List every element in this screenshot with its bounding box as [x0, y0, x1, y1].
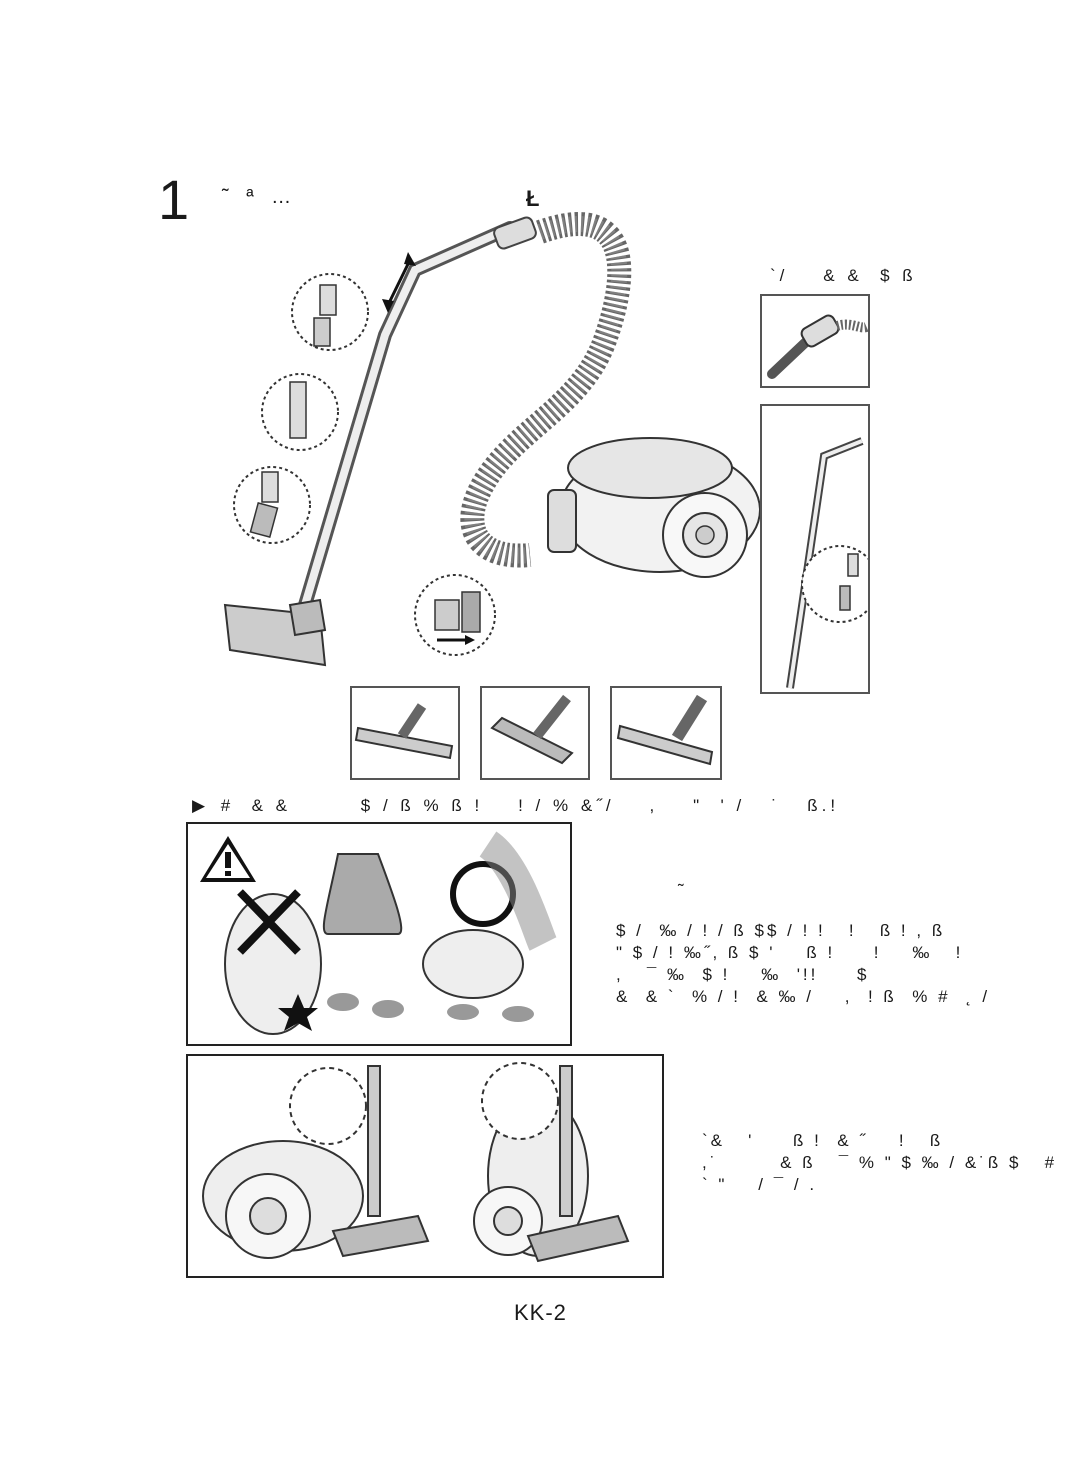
storage-illustration-panel — [186, 1054, 664, 1278]
warning-line: , ¯ ‰ $ ! ‰ '!! $ — [616, 965, 870, 984]
warning-text-block: $ / ‰ / ! / ß $$ / ! ! ! ß ! , ß " $ / !… — [616, 920, 1036, 1008]
pipe-detail-image — [760, 404, 870, 694]
step-number: 1 — [158, 168, 190, 231]
floor-brush-image-3 — [610, 686, 722, 780]
vacuum-assembly-illustration — [210, 210, 770, 680]
warning-illustration-panel — [186, 822, 572, 1046]
storage-line: ` " / ¯ / . — [702, 1175, 818, 1194]
storage-text-block: `& ' ß ! & ˝ ! ß ,˙ & ß ¯ % " $ ‰ / &˙ß … — [702, 1130, 1058, 1196]
step-title-mark: Ł — [526, 186, 540, 211]
floor-brush-image-1 — [350, 686, 460, 780]
floor-brush-image-2 — [480, 686, 590, 780]
side-label: `/ & & $ ß — [770, 266, 917, 285]
storage-line: ,˙ & ß ¯ % " $ ‰ / &˙ß $ # — [702, 1153, 1058, 1172]
warning-tilde: ˜ — [678, 881, 687, 900]
handle-detail-image — [760, 294, 870, 388]
section-heading-arrow: ▶ — [192, 796, 210, 815]
warning-line: " $ / ! ‰˝, ß $ ' ß ! ! ‰ ! — [616, 943, 964, 962]
warning-line: & & ` % / ! & ‰ / , ! ß % # ˛ / — [616, 987, 991, 1006]
warning-line: $ / ‰ / ! / ß $$ / ! ! ! ß ! , ß — [616, 921, 946, 940]
storage-line: `& ' ß ! & ˝ ! ß — [702, 1131, 944, 1150]
step-title: ˜ ª … — [222, 186, 298, 208]
page-number: KK-2 — [514, 1300, 567, 1325]
section-heading: # & & $ / ß % ß ! ! / % &˝/ , " ' / ˙ ß.… — [212, 796, 840, 815]
